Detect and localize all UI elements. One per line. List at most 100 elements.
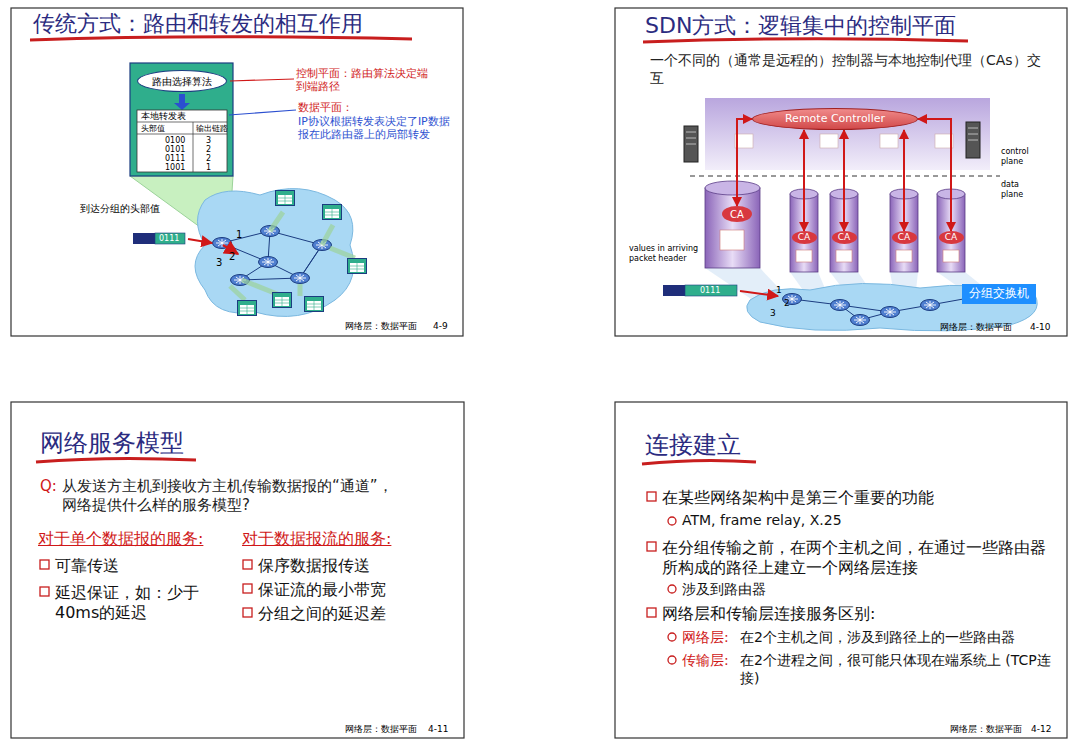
- rect-shape: [40, 587, 49, 596]
- circle-shape: [668, 656, 676, 664]
- callout-text: 数据平面：: [298, 101, 378, 114]
- control-agent: CA: [722, 206, 752, 222]
- path-shape: [686, 132, 696, 144]
- circle-shape: [668, 585, 676, 593]
- callout-number: 3: [216, 257, 226, 269]
- bullet-text: 保序数据报传送: [258, 556, 448, 576]
- control-link-arrow: [803, 130, 805, 231]
- callout-number: 3: [770, 308, 780, 319]
- rect-shape: [943, 250, 959, 262]
- rect-shape: [647, 492, 656, 501]
- use-shape: [238, 301, 257, 316]
- use-shape: [273, 293, 292, 308]
- control-agent: CA: [792, 231, 817, 244]
- table-title: 本地转发表: [141, 111, 221, 122]
- rect-shape: [155, 233, 185, 244]
- g-shape: [705, 181, 965, 272]
- table-cell: 1001: [165, 163, 191, 173]
- bullet-text: 网络层和传输层连接服务区别:: [662, 604, 1047, 624]
- circle-shape: [668, 633, 676, 641]
- path-shape: [968, 128, 978, 140]
- node-text: CA: [798, 233, 810, 243]
- ellipse-shape: [705, 181, 760, 195]
- table-cell: 0100: [165, 136, 191, 146]
- plane-label: data plane: [1001, 180, 1041, 199]
- rect-shape: [133, 233, 155, 244]
- rect-shape: [896, 250, 912, 262]
- slide-title: 网络服务模型: [40, 428, 260, 458]
- control-link-arrow: [918, 119, 951, 231]
- path-shape: [230, 79, 294, 81]
- control-link-arrow: [903, 130, 905, 231]
- packet-header: 0111: [700, 286, 730, 296]
- bullet-text: 分组之间的延迟差: [258, 604, 448, 624]
- rect-shape: [880, 134, 898, 148]
- table-cell: 0111: [165, 154, 191, 164]
- callout-number: 2: [229, 251, 239, 263]
- use-shape: [213, 238, 232, 249]
- use-shape: [305, 297, 324, 312]
- remote-controller: Remote Controller: [752, 108, 918, 130]
- sub-bullet-heading: 网络层:: [682, 629, 742, 647]
- slide-panel: SDN方式：逻辑集中的控制平面一个不同的（通常是远程的）控制器与本地控制代理（C…: [615, 8, 1067, 336]
- bullet-text: 可靠传送: [55, 556, 225, 576]
- node-text: Remote Controller: [785, 113, 885, 125]
- rect-shape: [615, 8, 1067, 336]
- use-shape: [276, 191, 295, 206]
- bullet-text: 延迟保证，如：少于40ms的延迟: [55, 583, 225, 623]
- use-shape: [323, 205, 342, 220]
- path-shape: [643, 39, 968, 42]
- page-number: 4-9: [433, 321, 457, 332]
- bullet-text: 在分组传输之前，在两个主机之间，在通过一些路由器所构成的路径上建立一个网络层连接: [662, 538, 1047, 578]
- table-cell: 3: [206, 136, 216, 146]
- rect-shape: [137, 110, 227, 172]
- table-cell: 0101: [165, 145, 191, 155]
- callout-text: 控制平面：路由算法决定端到端路径: [296, 67, 431, 93]
- rect-shape: [243, 608, 252, 617]
- path-shape: [230, 212, 355, 300]
- callout-text: IP协议根据转发表决定了IP数据报在此路由器上的局部转发: [298, 115, 458, 141]
- routing-algorithm-oval: 路由选择算法: [137, 70, 227, 92]
- page-number: 4-10: [1030, 322, 1060, 333]
- path-shape: [740, 291, 778, 296]
- page-number: 4-11: [428, 724, 458, 735]
- annotation: 到达分组的头部值: [80, 203, 190, 215]
- use-shape: [851, 315, 870, 326]
- rect-shape: [243, 584, 252, 593]
- slide-title: 传统方式：路由和转发的相互作用: [33, 10, 443, 38]
- rect-shape: [243, 560, 252, 569]
- table-cell: 1: [206, 163, 216, 173]
- rect-shape: [647, 608, 656, 617]
- switch-label-box: 分组交换机: [962, 284, 1036, 304]
- rect-shape: [685, 285, 737, 296]
- control-agent: CA: [892, 231, 917, 244]
- rect-shape: [130, 63, 233, 176]
- path-shape: [792, 296, 980, 320]
- node-text: 分组交换机: [969, 287, 1029, 300]
- path-shape: [188, 239, 212, 243]
- control-agent: CA: [832, 231, 857, 244]
- g-shape: [647, 492, 676, 664]
- path-shape: [195, 189, 354, 317]
- sub-bullet-text: 涉及到路由器: [682, 581, 1042, 599]
- path-shape: [229, 110, 296, 115]
- path-shape: [137, 122, 227, 172]
- packet-header: 0111: [159, 234, 185, 244]
- rect-shape: [820, 134, 838, 148]
- path-shape: [179, 94, 185, 104]
- column-heading: 对于单个数据报的服务:: [38, 529, 238, 549]
- control-link-arrow: [843, 130, 845, 231]
- footer-text: 网络层：数据平面: [940, 322, 1030, 333]
- rect-shape: [705, 98, 990, 170]
- path-shape: [30, 37, 412, 40]
- use-shape: [259, 257, 278, 268]
- slide-text: 从发送方主机到接收方主机传输数据报的“通道”，网络提供什么样的服务模型?: [62, 477, 407, 515]
- path-shape: [36, 458, 196, 462]
- rect-shape: [615, 402, 1067, 738]
- sub-bullet-text: ATM, frame relay, X.25: [682, 512, 1042, 530]
- sub-bullet-text: 在2个进程之间，很可能只体现在端系统上 (TCP连接): [740, 652, 1060, 687]
- node-text: CA: [945, 233, 957, 243]
- node-text: CA: [898, 233, 910, 243]
- node-text: 路由选择算法: [152, 76, 212, 87]
- table-cell: 头部值: [141, 124, 191, 134]
